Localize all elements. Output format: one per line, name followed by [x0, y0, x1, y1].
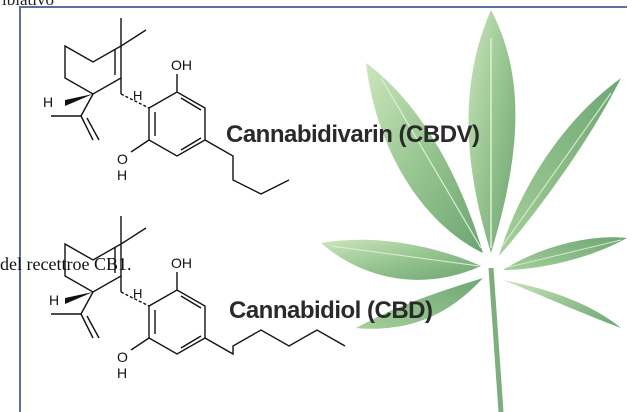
o-bottom-atom-1: O	[117, 151, 128, 167]
figure-image: H H OH O H Cannabidivarin	[19, 6, 627, 412]
o-bottom-atom-2: O	[117, 349, 128, 365]
oh-top-atom-2: OH	[171, 255, 192, 271]
cbdv-label: Cannabidivarin (CBDV)	[226, 121, 480, 148]
cbd-label: Cannabidiol (CBD)	[229, 297, 432, 324]
h-bottom-atom-2: H	[117, 365, 127, 381]
h-right-atom-1: H	[133, 88, 142, 103]
h-bottom-atom-1: H	[117, 167, 127, 183]
cannabinoid-structures-figure: H H OH O H Cannabidivarin	[43, 10, 627, 412]
cbdv-structure: H H OH O H Cannabidivarin	[43, 18, 480, 195]
top-text-fragment: ibiativo	[2, 0, 54, 10]
h-left-atom-1: H	[43, 94, 53, 110]
oh-top-atom-1: OH	[171, 57, 192, 73]
h-right-atom-2: H	[133, 286, 142, 301]
body-text: del recettroe CB1.	[0, 254, 132, 274]
cbd-structure: H H OH O H Cannabidiol (CBD)	[49, 216, 433, 381]
cannabis-leaf-icon	[321, 10, 627, 412]
h-left-atom-2: H	[49, 292, 59, 308]
